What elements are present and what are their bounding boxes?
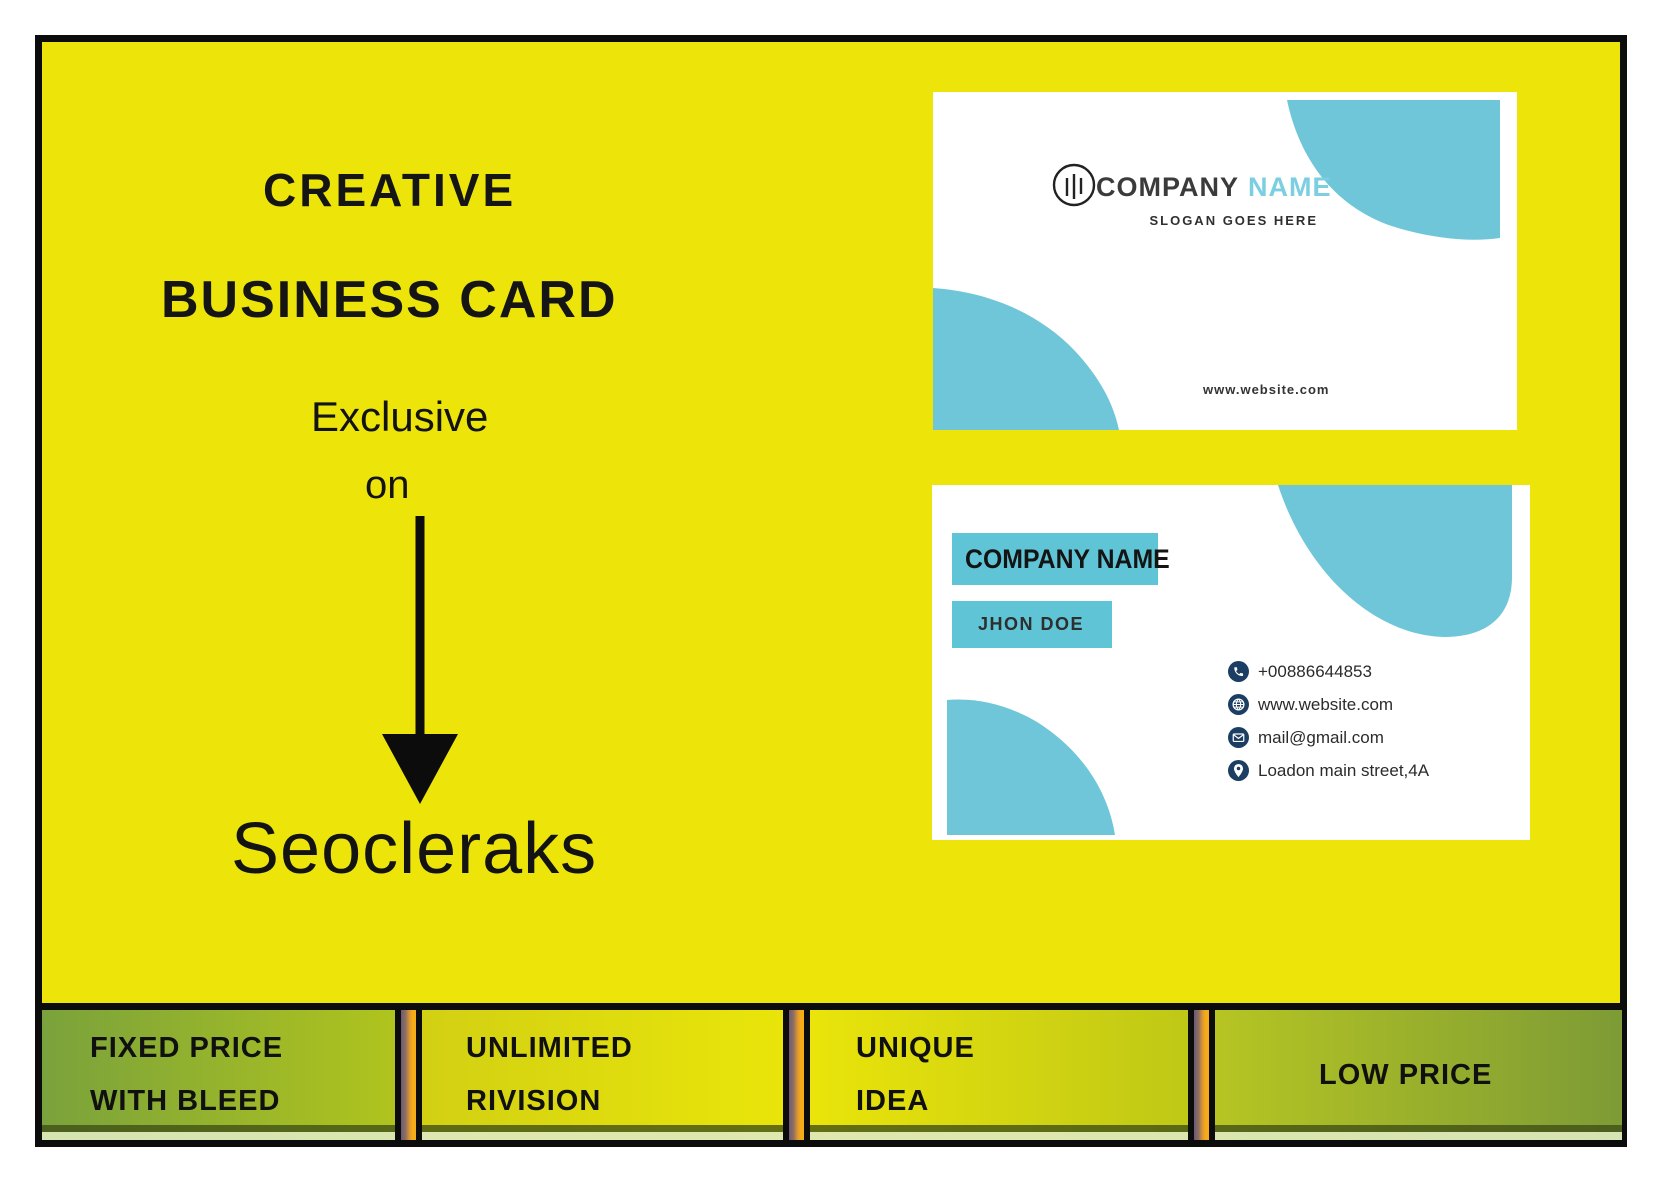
feature-box-low-price: LOW PRICE (1215, 1010, 1622, 1140)
feature-line: UNLIMITED (466, 1032, 633, 1064)
contact-address-text: Loadon main street,4A (1258, 760, 1430, 780)
contact-row-phone: +00886644853 (1228, 661, 1429, 682)
contact-phone-text: +00886644853 (1258, 661, 1372, 681)
business-card-front: COMPANY NAME SLOGAN GOES HERE www.website… (933, 92, 1517, 430)
company-logo-icon (1052, 163, 1096, 207)
exclusive-label: Exclusive (311, 393, 489, 440)
feature-line: UNIQUE (856, 1032, 975, 1064)
name-word: NAME (1248, 172, 1332, 202)
card-front-slogan: SLOGAN GOES HERE (1149, 213, 1318, 228)
card-front-website: www.website.com (1203, 382, 1330, 397)
feature-line: IDEA (856, 1085, 930, 1117)
feature-bar: FIXED PRICE WITH BLEED UNLIMITED RIVISIO… (42, 1003, 1622, 1140)
card-back-company-badge: COMPANY NAME (952, 533, 1170, 585)
feature-box-unique-idea: UNIQUE IDEA (810, 1010, 1188, 1140)
card-back-person-name: JHON DOE (978, 614, 1085, 634)
headline-business-card: BUSINESS CARD (161, 271, 618, 329)
card-front-company-name: COMPANY NAME (1096, 172, 1332, 203)
phone-icon (1228, 661, 1249, 682)
on-label: on (365, 463, 410, 507)
business-card-back: COMPANY NAME JHON DOE +00886644853 (932, 485, 1530, 840)
contact-website-text: www.website.com (1258, 694, 1394, 714)
feature-line: FIXED PRICE (90, 1032, 284, 1064)
contact-row-address: Loadon main street,4A (1228, 760, 1429, 781)
feature-line: WITH BLEED (90, 1085, 281, 1117)
contact-list: +00886644853 www.website.com (1228, 661, 1429, 781)
company-word: COMPANY (1096, 172, 1240, 202)
contact-email-text: mail@gmail.com (1258, 727, 1384, 747)
card-back-company-name: COMPANY NAME (965, 543, 1170, 574)
brand-name: Seocleraks (231, 809, 598, 889)
location-icon (1228, 760, 1249, 781)
headline-creative: CREATIVE (263, 164, 517, 216)
orange-divider (783, 1010, 810, 1140)
feature-box-unlimited-rivision: UNLIMITED RIVISION (422, 1010, 783, 1140)
mail-icon (1228, 727, 1249, 748)
card-corner-shapes (933, 100, 1500, 430)
globe-icon (1228, 694, 1249, 715)
down-arrow-icon (382, 516, 458, 804)
feature-line: LOW PRICE (1319, 1058, 1493, 1091)
orange-divider (1188, 1010, 1215, 1140)
contact-row-website: www.website.com (1228, 694, 1429, 715)
card-corner-shapes (947, 485, 1512, 835)
card-back-person-badge: JHON DOE (952, 601, 1112, 648)
contact-row-email: mail@gmail.com (1228, 727, 1429, 748)
yellow-frame: CREATIVE BUSINESS CARD Exclusive on Seoc… (35, 35, 1627, 1147)
feature-line: RIVISION (466, 1085, 602, 1117)
feature-box-fixed-price: FIXED PRICE WITH BLEED (42, 1010, 395, 1140)
orange-divider (395, 1010, 422, 1140)
